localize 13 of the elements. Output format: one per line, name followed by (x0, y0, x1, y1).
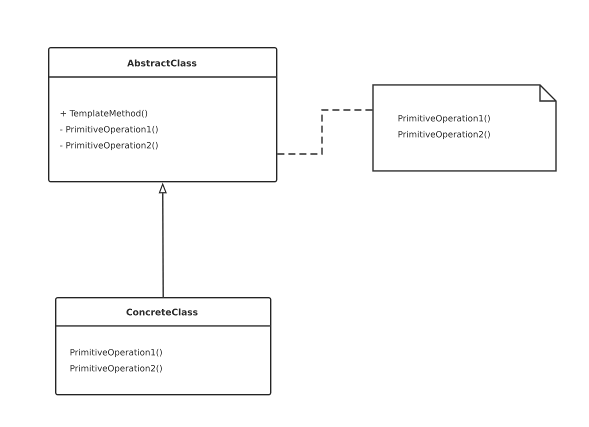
operation-text: PrimitiveOperation1() (70, 348, 162, 358)
operation-text: + TemplateMethod() (60, 110, 148, 118)
class-name: AbstractClass (127, 60, 196, 66)
note-box (372, 84, 557, 172)
class-name: ConcreteClass (126, 308, 198, 316)
dashed-connector (277, 109, 373, 155)
operation-text: PrimitiveOperation1() (398, 114, 490, 124)
class-box (55, 296, 272, 396)
operation-text: - PrimitiveOperation1() (60, 126, 158, 134)
operation-text: - PrimitiveOperation2() (60, 142, 158, 150)
operation-text: PrimitiveOperation2() (398, 130, 490, 140)
operation-text: PrimitiveOperation2() (70, 364, 162, 374)
class-box (48, 46, 278, 182)
